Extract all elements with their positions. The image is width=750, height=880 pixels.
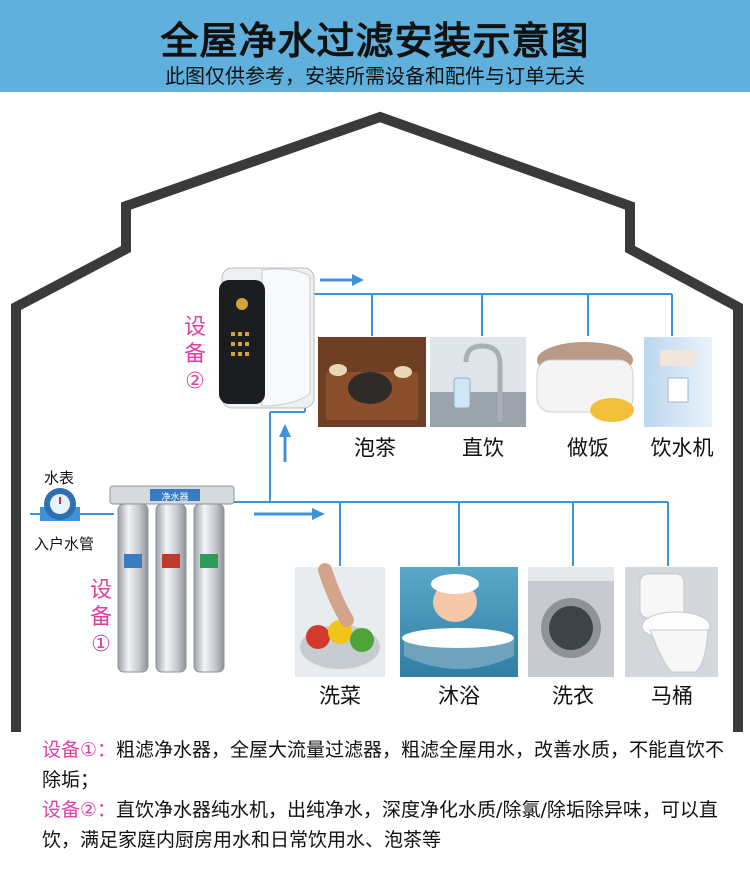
outlet-label-vegetables: 洗菜 <box>285 680 395 710</box>
outlet-label-bath: 沐浴 <box>404 680 514 710</box>
tea-photo <box>318 337 426 427</box>
device1-label: 设 备 ① <box>86 577 116 658</box>
note-device1-text: 粗滤净水器，全屋大流量过滤器，粗滤全屋用水，改善水质，不能直饮不除垢； <box>42 739 724 791</box>
ro-purifier-icon <box>219 268 314 408</box>
water-dispenser-photo <box>644 337 712 427</box>
installation-diagram: 水表 入户水管 设 备 ② 设 备 ① 净水器 泡茶 直饮 做饭 饮水机 洗菜 … <box>0 92 750 732</box>
note-device2: 设备②：直饮净水器纯水机，出纯净水，深度净化水质/除氯/除垢除异味，可以直饮，满… <box>42 795 742 855</box>
device-notes: 设备①：粗滤净水器，全屋大流量过滤器，粗滤全屋用水，改善水质，不能直饮不除垢； … <box>42 735 742 855</box>
water-meter-icon <box>40 488 80 521</box>
page-title: 全屋净水过滤安装示意图 <box>0 10 750 65</box>
note-device1-tag: 设备①： <box>42 739 116 761</box>
note-device2-tag: 设备②： <box>42 799 116 821</box>
coarse-filter-icon <box>110 486 234 672</box>
washing-machine-photo <box>528 567 614 677</box>
note-device1: 设备①：粗滤净水器，全屋大流量过滤器，粗滤全屋用水，改善水质，不能直饮不除垢； <box>42 735 742 795</box>
bath-photo <box>400 567 518 677</box>
device2-label: 设 备 ② <box>180 314 210 395</box>
outlet-label-tea: 泡茶 <box>320 432 430 462</box>
inlet-pipe-label: 入户水管 <box>34 533 94 554</box>
page-subtitle: 此图仅供参考，安装所需设备和配件与订单无关 <box>0 60 750 89</box>
outlet-label-laundry: 洗衣 <box>518 680 628 710</box>
toilet-photo <box>625 567 718 677</box>
outlet-label-toilet: 马桶 <box>617 680 727 710</box>
outlet-label-dispenser: 饮水机 <box>627 432 737 462</box>
outlet-label-direct-drink: 直饮 <box>428 432 538 462</box>
meter-label: 水表 <box>44 467 74 488</box>
header-banner: 全屋净水过滤安装示意图 此图仅供参考，安装所需设备和配件与订单无关 <box>0 0 750 92</box>
filter-panel-text: 净水器 <box>152 490 198 503</box>
vegetables-photo <box>295 567 385 677</box>
faucet-photo <box>430 337 526 427</box>
rice-cooker-photo <box>530 337 640 427</box>
note-device2-text: 直饮净水器纯水机，出纯净水，深度净化水质/除氯/除垢除异味，可以直饮，满足家庭内… <box>42 799 718 851</box>
